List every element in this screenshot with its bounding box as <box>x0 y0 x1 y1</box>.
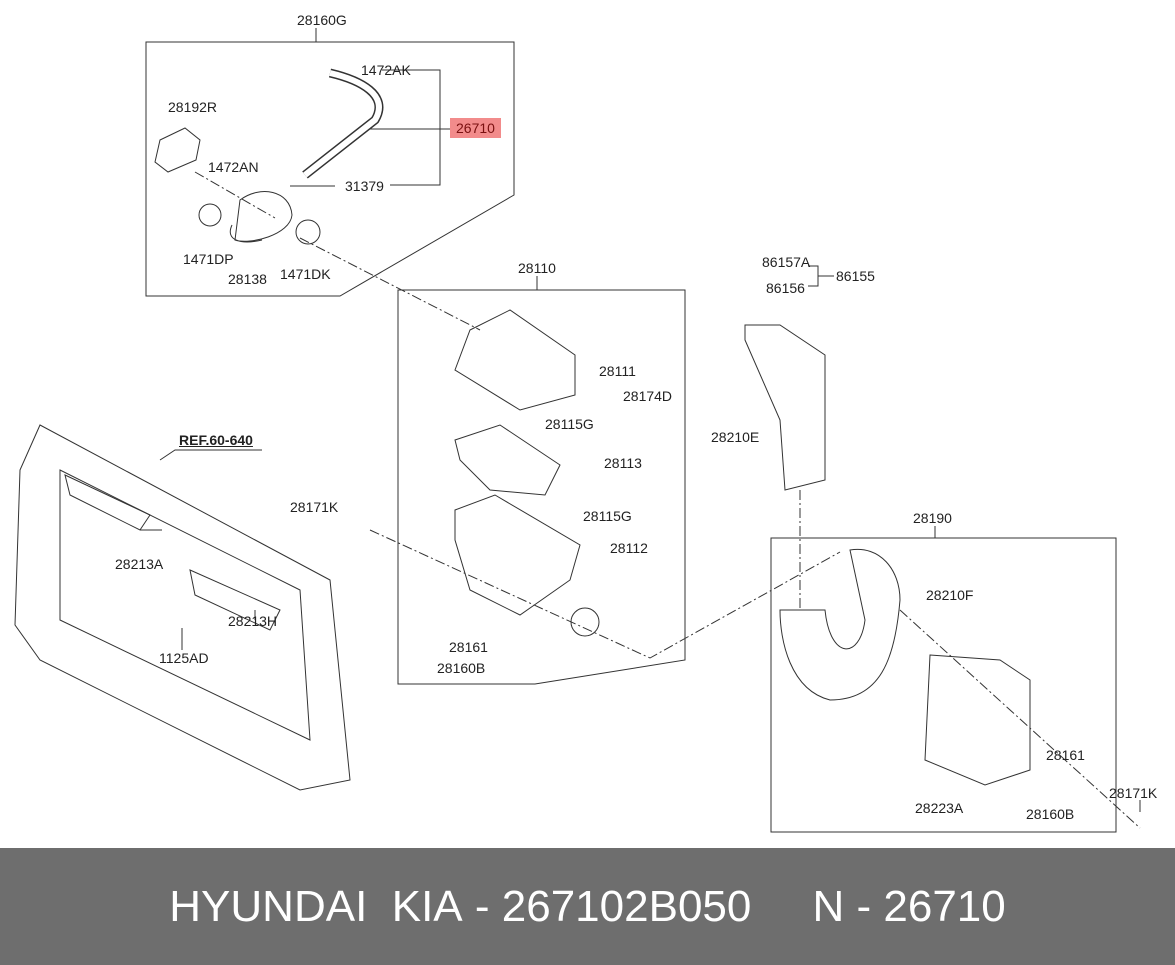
part-28210f <box>779 548 901 701</box>
part-number-banner: HYUNDAI KIA - 267102B050 N - 26710 <box>0 848 1175 965</box>
part-label[interactable]: 1125AD <box>159 650 209 666</box>
radiator-support <box>14 424 351 791</box>
part-28112 <box>454 494 581 616</box>
part-28113 <box>454 424 561 496</box>
part-label[interactable]: 28192R <box>168 99 218 115</box>
group-box-28110 <box>397 289 686 685</box>
part-label[interactable]: 28161 <box>1046 747 1085 763</box>
part-28138 <box>229 191 293 243</box>
part-label[interactable]: 28171K <box>1109 785 1158 801</box>
part-label[interactable]: 28111 <box>599 363 636 379</box>
part-label[interactable]: 28174D <box>623 388 673 404</box>
ref-prefix: N <box>812 881 845 931</box>
diagram-drawing <box>14 28 1141 833</box>
part-label[interactable]: 28110 <box>518 260 556 276</box>
part-label[interactable]: 28213A <box>115 556 164 572</box>
part-28192r <box>154 127 201 173</box>
part-label[interactable]: 1471DK <box>280 266 331 282</box>
part-label[interactable]: 28213H <box>228 613 278 629</box>
part-label[interactable]: 28223A <box>915 800 964 816</box>
part-label[interactable]: 28138 <box>228 271 267 287</box>
part-label[interactable]: 86157A <box>762 254 811 270</box>
part-label[interactable]: 28171K <box>290 499 339 515</box>
part-label[interactable]: 28115G <box>583 508 632 524</box>
part-label[interactable]: 1472AN <box>208 159 259 175</box>
part-label[interactable]: 86156 <box>766 280 805 296</box>
part-label[interactable]: 28160G <box>297 12 347 28</box>
part-label[interactable]: 28160B <box>1026 806 1075 822</box>
part-label[interactable]: 1471DP <box>183 251 234 267</box>
part-label[interactable]: 28113 <box>604 455 642 471</box>
part-label[interactable]: 28112 <box>610 540 648 556</box>
spacer <box>751 882 812 932</box>
part-number: 267102B050 <box>501 881 752 931</box>
separator: - <box>462 881 502 931</box>
part-28111 <box>454 309 576 411</box>
group-box-28160g <box>145 41 515 297</box>
group-box-28190 <box>770 537 1117 833</box>
part-resonator <box>924 654 1031 786</box>
part-label[interactable]: 28210F <box>926 587 974 603</box>
reference-link[interactable]: REF.60-640 <box>179 432 253 448</box>
part-28210e <box>744 324 826 491</box>
part-label[interactable]: 28190 <box>913 510 952 526</box>
part-label[interactable]: 28210E <box>711 429 760 445</box>
part-label[interactable]: 1472AK <box>361 62 411 78</box>
brand-text: HYUNDAI KIA <box>169 881 463 931</box>
part-label[interactable]: 28160B <box>437 660 486 676</box>
part-label[interactable]: 28115G <box>545 416 594 432</box>
part-label[interactable]: 28161 <box>449 639 488 655</box>
separator: - <box>844 881 884 931</box>
highlighted-part-label[interactable]: 26710 <box>450 118 501 138</box>
part-label[interactable]: 86155 <box>836 268 875 284</box>
ref-number: 26710 <box>883 881 1006 931</box>
part-label[interactable]: 31379 <box>345 178 384 194</box>
